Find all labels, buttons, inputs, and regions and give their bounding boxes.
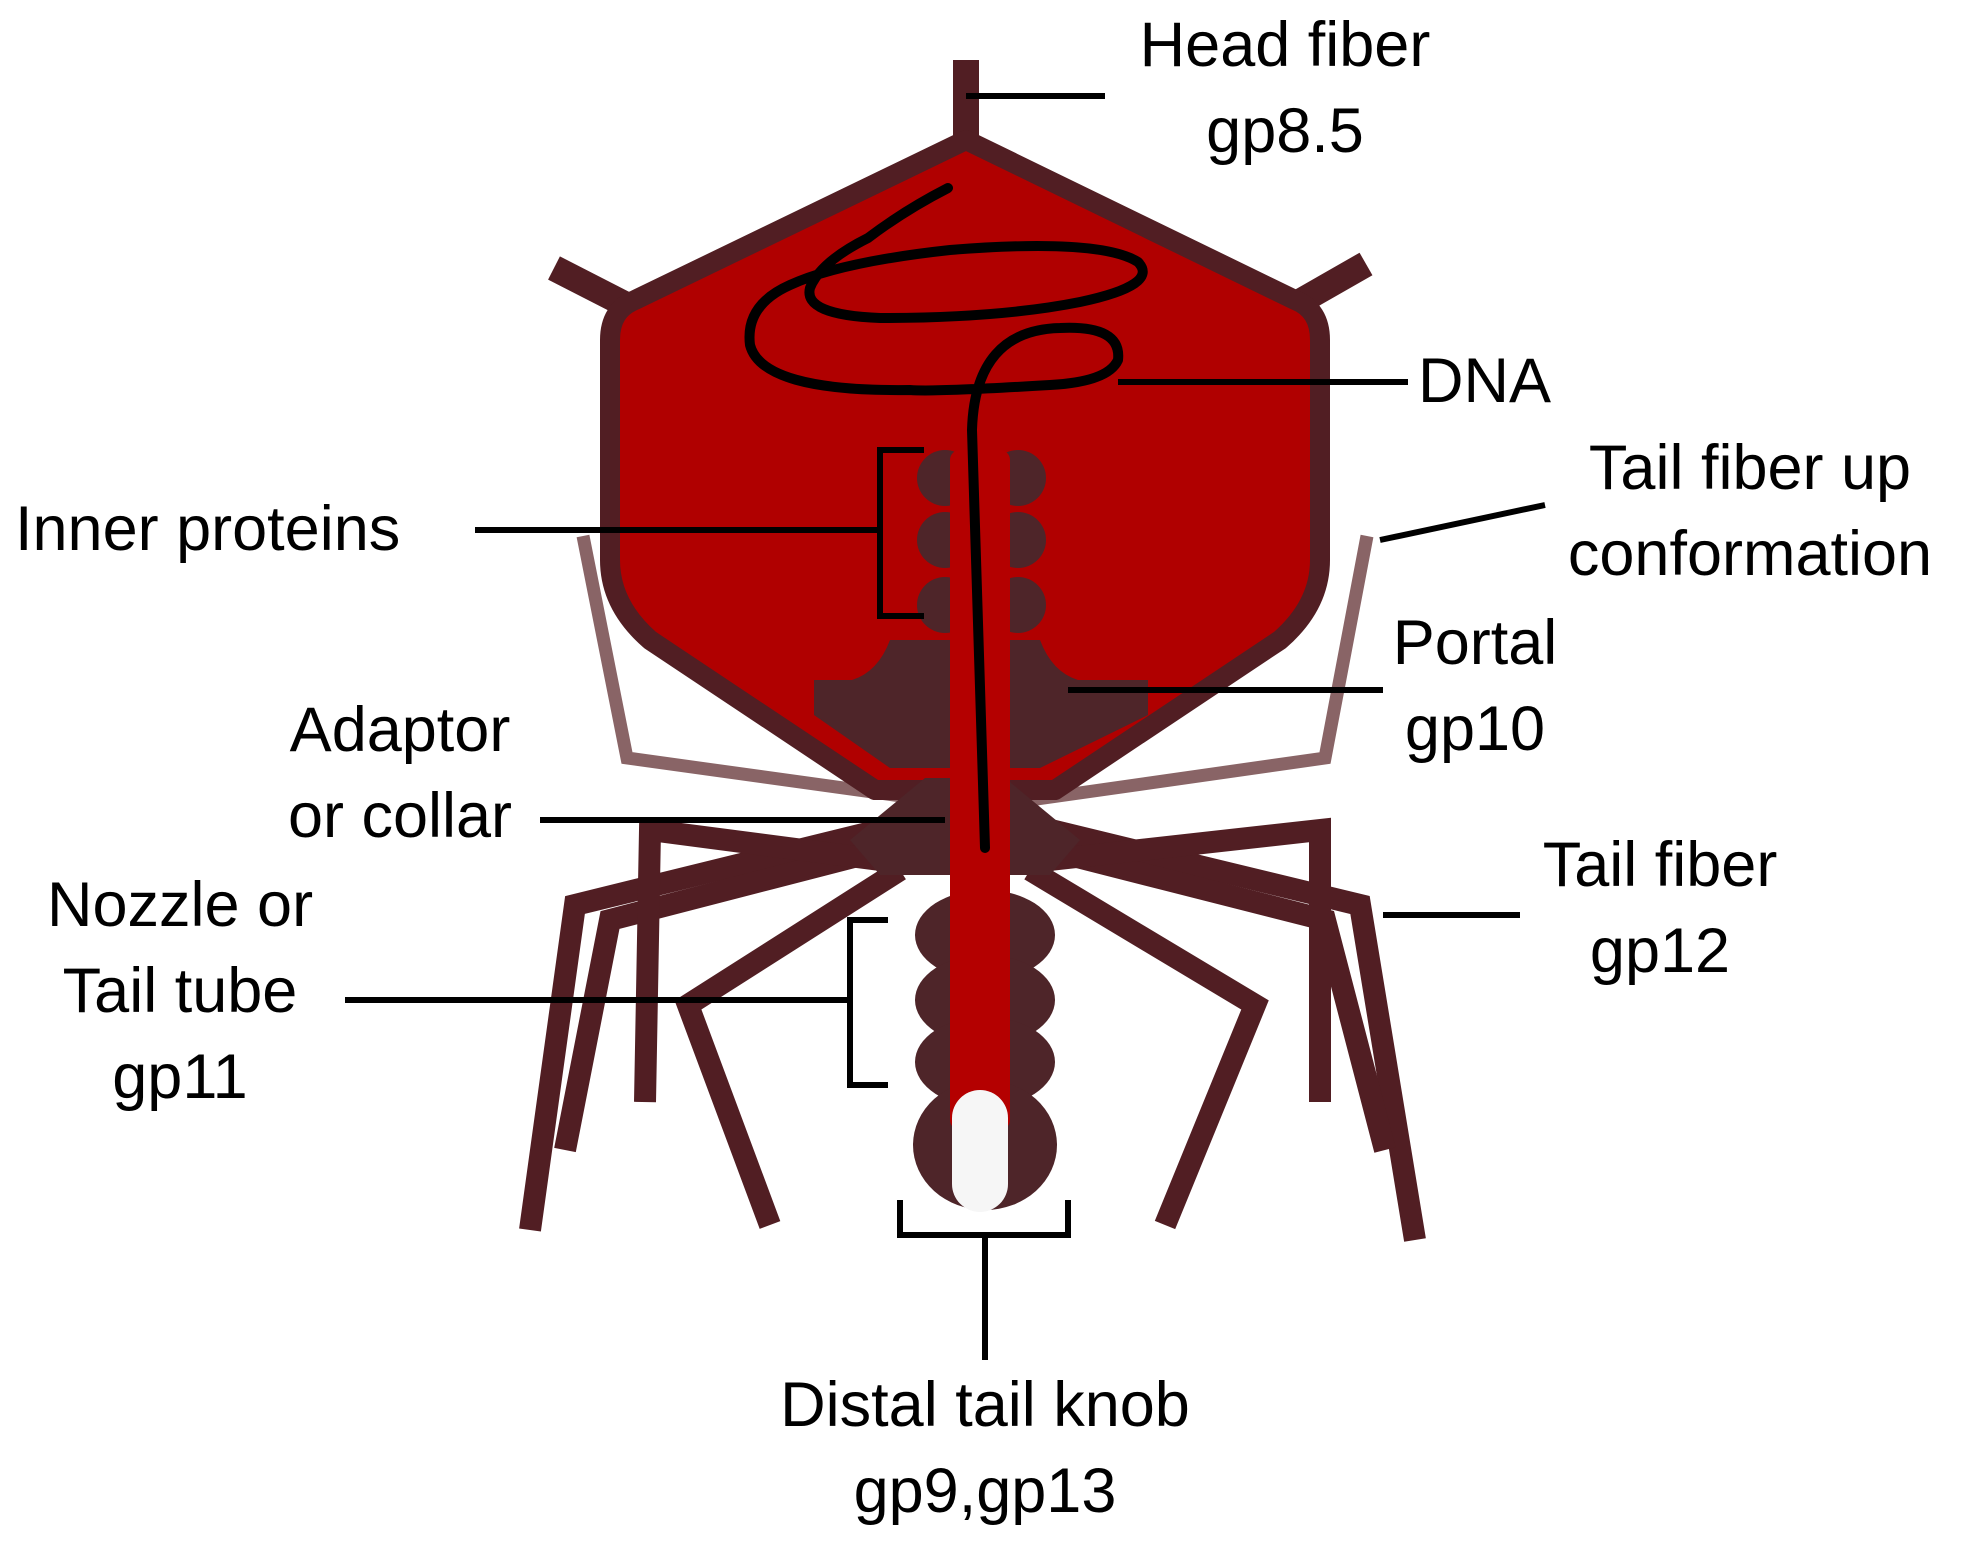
label-head-fiber: Head fiber gp8.5: [1070, 2, 1500, 174]
label-nozzle-line2: Tail tube: [62, 956, 298, 1026]
label-distal-knob-line1: Distal tail knob: [780, 1370, 1190, 1440]
label-tail-fiber: Tail fiber gp12: [1500, 822, 1820, 994]
label-portal-line1: Portal: [1392, 608, 1558, 678]
label-nozzle: Nozzle or Tail tube gp11: [20, 862, 340, 1120]
label-tail-fiber-up-line1: Tail fiber up: [1588, 433, 1912, 503]
label-adaptor-line1: Adaptor: [289, 695, 511, 765]
label-portal-line2: gp10: [1404, 694, 1546, 764]
label-portal: Portal gp10: [1350, 600, 1600, 772]
label-distal-knob-line2: gp9,gp13: [853, 1456, 1117, 1526]
label-tail-fiber-up-line2: conformation: [1567, 519, 1933, 589]
label-inner-proteins-line1: Inner proteins: [15, 494, 401, 564]
label-head-fiber-line2: gp8.5: [1206, 96, 1364, 166]
tail-fibers: [519, 814, 1426, 1242]
label-tail-fiber-line1: Tail fiber: [1542, 830, 1778, 900]
label-tail-fiber-up: Tail fiber up conformation: [1540, 425, 1960, 597]
tail-fiber-up: [576, 534, 1374, 807]
label-distal-knob: Distal tail knob gp9,gp13: [730, 1362, 1240, 1534]
label-dna: DNA: [1418, 338, 1618, 424]
leader-lines: [345, 93, 1546, 1360]
label-tail-fiber-line2: gp12: [1589, 916, 1731, 986]
label-inner-proteins: Inner proteins: [15, 486, 465, 572]
label-adaptor: Adaptor or collar: [250, 687, 550, 859]
distal-knob-tip: [952, 1090, 1008, 1212]
label-adaptor-line2: or collar: [287, 781, 513, 851]
label-head-fiber-line1: Head fiber: [1139, 10, 1431, 80]
label-nozzle-line3: gp11: [112, 1042, 248, 1112]
label-dna-line1: DNA: [1418, 346, 1552, 416]
dna-strand: [744, 183, 1148, 853]
label-nozzle-line1: Nozzle or: [46, 870, 314, 940]
